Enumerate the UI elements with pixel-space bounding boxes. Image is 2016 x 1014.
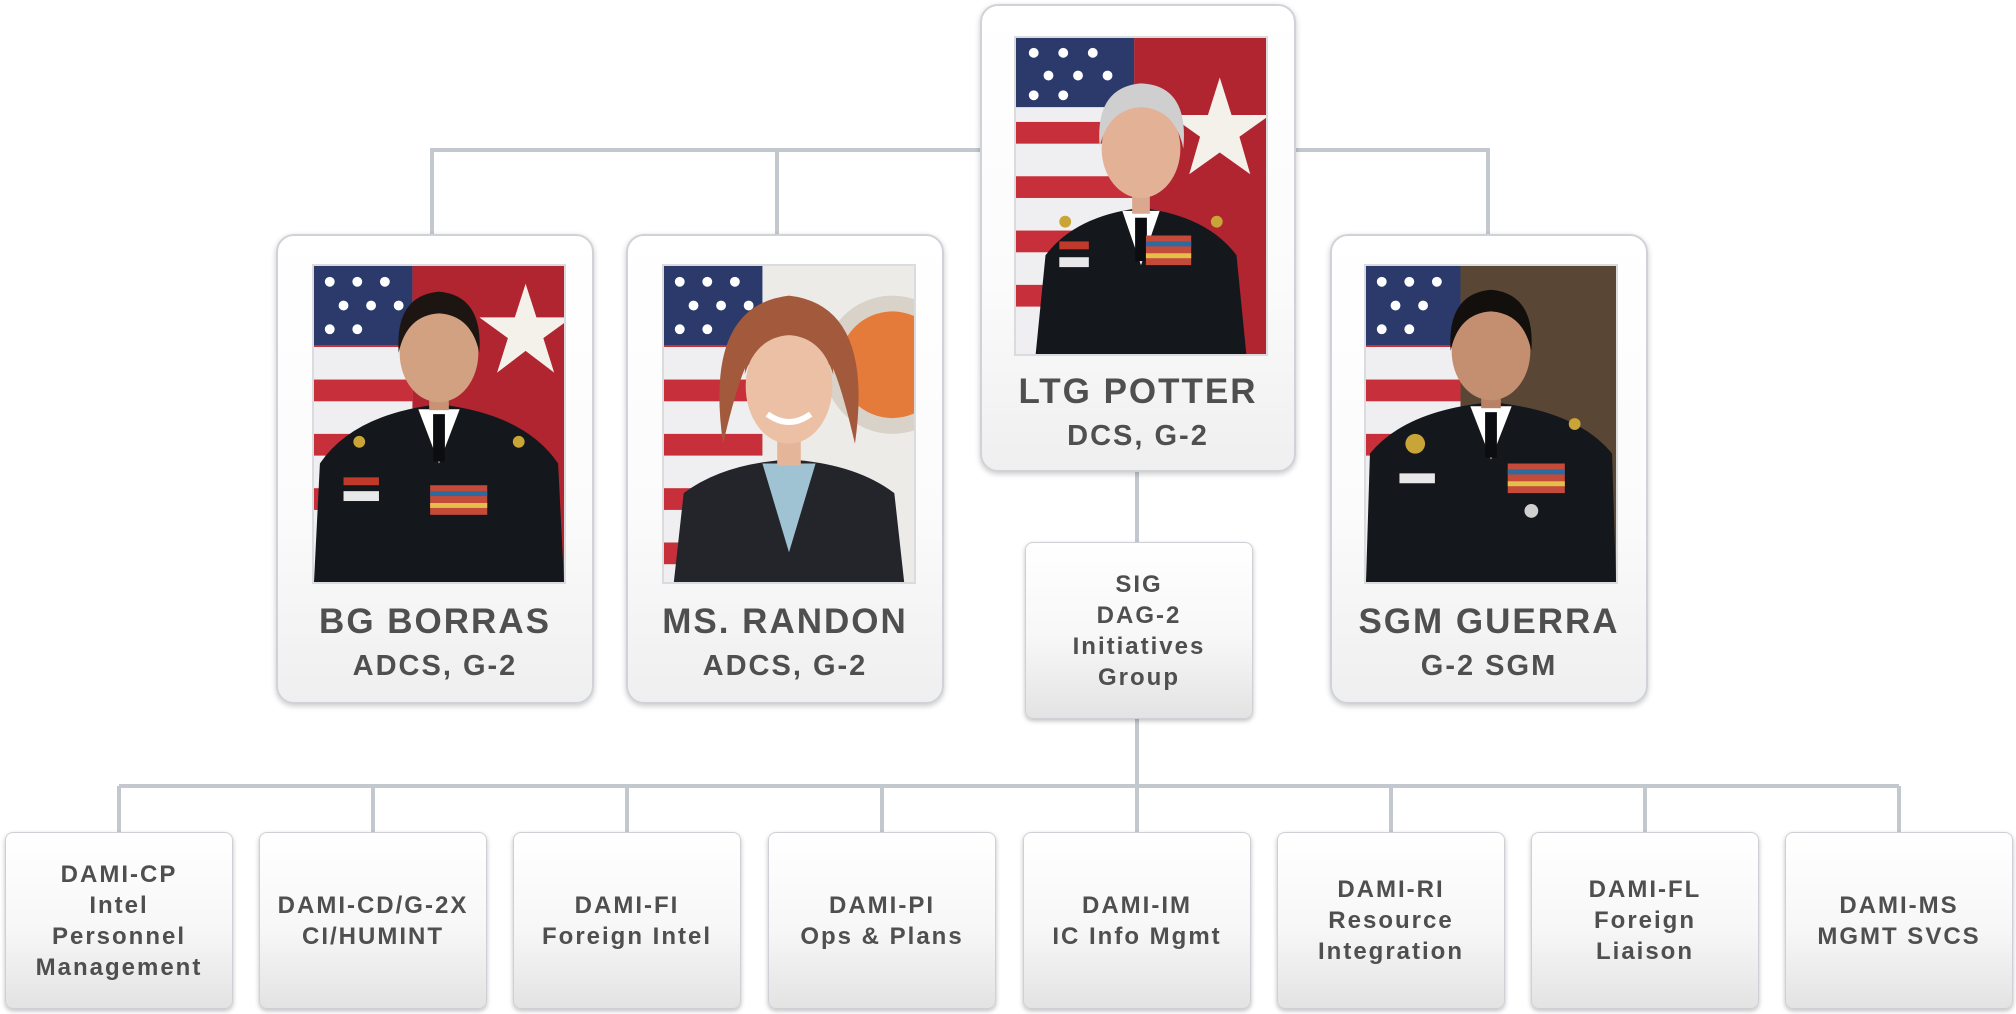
connector-top-right <box>1296 148 1490 236</box>
leader-name-borras: BG BORRAS <box>319 602 551 641</box>
directorate-label: Intel <box>89 891 149 919</box>
directorate-code: DAMI-FI <box>574 891 680 919</box>
leader-role-borras: ADCS, G-2 <box>352 650 518 682</box>
connector-top-left <box>430 148 980 236</box>
directorate-label: Ops & Plans <box>800 922 964 950</box>
directorate-box-dami-cp[interactable]: DAMI-CP Intel Personnel Management <box>5 832 233 1009</box>
portrait-potter <box>1014 36 1268 356</box>
directorate-label: Personnel <box>51 922 187 950</box>
directorate-box-dami-fi[interactable]: DAMI-FI Foreign Intel <box>513 832 741 1009</box>
directorate-code: DAMI-RI <box>1337 876 1445 903</box>
portrait-guerra <box>1364 264 1618 584</box>
leader-name-potter: LTG POTTER <box>1018 372 1258 411</box>
sig-line-2: DAG-2 <box>1096 601 1182 629</box>
portrait-borras <box>312 264 566 584</box>
sig-line-1: SIG <box>1115 570 1163 598</box>
directorate-box-dami-cd-g2x[interactable]: DAMI-CD/G-2X CI/HUMINT <box>259 832 487 1009</box>
sig-line-4: Group <box>1098 663 1180 691</box>
directorate-label: CI/HUMINT <box>302 922 444 950</box>
directorate-box-dami-fl[interactable]: DAMI-FL Foreign Liaison <box>1531 832 1759 1009</box>
leader-card-guerra[interactable]: SGM GUERRA G-2 SGM <box>1330 234 1648 704</box>
directorate-code: DAMI-FL <box>1588 876 1702 903</box>
leader-card-borras[interactable]: BG BORRAS ADCS, G-2 <box>276 234 594 704</box>
directorate-box-dami-ms[interactable]: DAMI-MS MGMT SVCS <box>1785 832 2013 1009</box>
leader-card-randon[interactable]: MS. RANDON ADCS, G-2 <box>626 234 944 704</box>
leader-role-randon: ADCS, G-2 <box>702 650 868 682</box>
directorate-box-dami-ri[interactable]: DAMI-RI Resource Integration <box>1277 832 1505 1009</box>
leader-name-randon: MS. RANDON <box>662 602 908 641</box>
directorate-code: DAMI-PI <box>829 891 935 919</box>
directorate-box-dami-pi[interactable]: DAMI-PI Ops & Plans <box>768 832 996 1009</box>
directorate-label: Liaison <box>1595 938 1694 965</box>
leader-role-guerra: G-2 SGM <box>1420 650 1558 682</box>
sig-initiatives-group-box[interactable]: SIG DAG-2 Initiatives Group <box>1025 542 1253 719</box>
directorate-code: DAMI-MS <box>1839 891 1959 919</box>
directorate-label: MGMT SVCS <box>1817 922 1981 950</box>
leader-card-potter[interactable]: LTG POTTER DCS, G-2 <box>980 4 1296 472</box>
directorate-code: DAMI-IM <box>1082 891 1192 919</box>
directorate-code: DAMI-CD/G-2X <box>277 891 469 919</box>
directorate-label: Resource <box>1328 907 1454 934</box>
directorate-label: Management <box>35 953 203 981</box>
directorate-label: Integration <box>1318 938 1464 965</box>
directorate-label: IC Info Mgmt <box>1052 922 1222 950</box>
portrait-randon <box>662 264 916 584</box>
directorate-box-dami-im[interactable]: DAMI-IM IC Info Mgmt <box>1023 832 1251 1009</box>
leader-role-potter: DCS, G-2 <box>1067 420 1209 452</box>
directorate-label: Foreign Intel <box>542 922 712 950</box>
directorate-label: Foreign <box>1594 907 1696 934</box>
sig-line-3: Initiatives <box>1072 632 1206 660</box>
leader-name-guerra: SGM GUERRA <box>1358 602 1620 641</box>
directorate-code: DAMI-CP <box>60 860 178 888</box>
